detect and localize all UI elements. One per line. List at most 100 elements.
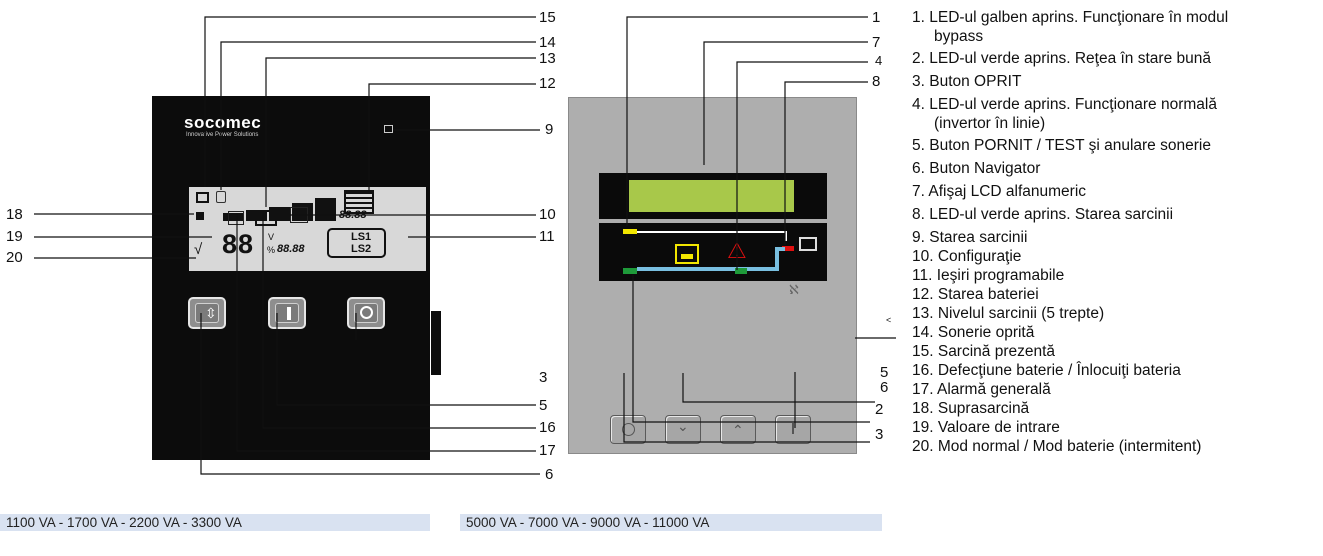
legend-item: 7. Afişaj LCD alfanumeric bbox=[912, 183, 1087, 200]
right-ups-front-panel: ⚠ ℵ ⌄ ⌃ bbox=[568, 97, 857, 454]
legend-item: 13. Nivelul sarcinii (5 trepte) bbox=[912, 305, 1105, 322]
callout-6-right: 6 bbox=[880, 379, 889, 396]
side-slot bbox=[431, 311, 441, 375]
navigator-button-face: ⇳ bbox=[195, 303, 219, 323]
programmable-outlets-box: LS1 LS2 bbox=[327, 228, 386, 258]
legend-item: 12. Starea bateriei bbox=[912, 286, 1039, 303]
legend-item: 8. LED-ul verde aprins. Starea sarcinii bbox=[912, 206, 1174, 223]
callout-10: 10 bbox=[539, 206, 556, 223]
outlet-ls2-label: LS2 bbox=[351, 243, 372, 255]
legend-item: 9. Starea sarcinii bbox=[912, 229, 1028, 246]
socomec-logo: socomec Innovative Power Solutions bbox=[184, 113, 294, 139]
configuration-icon bbox=[290, 207, 308, 223]
lcd-unit-v: V bbox=[268, 232, 275, 242]
callout-13: 13 bbox=[539, 50, 556, 67]
bypass-line-down bbox=[785, 231, 787, 241]
battery-fill bbox=[681, 254, 693, 259]
chevron-up-icon: ⌃ bbox=[732, 422, 744, 438]
callout-9: 9 bbox=[545, 121, 554, 138]
lcd-unit-percent: % bbox=[267, 245, 276, 255]
off-button[interactable] bbox=[347, 297, 385, 329]
right-caption: 5000 VA - 7000 VA - 9000 VA - 11000 VA bbox=[460, 514, 882, 531]
bypass-led bbox=[623, 229, 637, 234]
on-test-button[interactable] bbox=[268, 297, 306, 329]
bypass-line bbox=[637, 231, 787, 233]
callout-15: 15 bbox=[539, 9, 556, 26]
buzzer-off-icon bbox=[216, 191, 226, 203]
flow-line-up bbox=[775, 249, 779, 271]
load-level-bar-5 bbox=[315, 198, 336, 221]
callout-3-right: 3 bbox=[875, 426, 884, 443]
legend-item-continuation: (invertor în linie) bbox=[934, 115, 1046, 132]
brand-text: socomec bbox=[184, 113, 262, 132]
legend-item: 17. Alarmă generală bbox=[912, 381, 1051, 398]
legend-item: 14. Sonerie oprită bbox=[912, 324, 1035, 341]
synoptic-window: ⚠ bbox=[599, 223, 827, 281]
callout-8: 8 bbox=[872, 73, 881, 90]
legend-item: 10. Configuraţie bbox=[912, 248, 1022, 265]
flow-line-right bbox=[775, 247, 785, 251]
overload-icon bbox=[196, 212, 204, 220]
off-button[interactable] bbox=[610, 415, 646, 444]
legend-item: 20. Mod normal / Mod baterie (intermiten… bbox=[912, 438, 1202, 455]
callout-17: 17 bbox=[539, 442, 556, 459]
left-lcd-display: 88.88 √ 88 V % 88.88 LS1 LS2 bbox=[189, 187, 426, 271]
battery-fault-icon bbox=[255, 210, 277, 226]
alphanumeric-lcd bbox=[629, 180, 794, 212]
callout-3-left: 3 bbox=[539, 369, 548, 386]
callout-16: 16 bbox=[539, 419, 556, 436]
warning-icon: ⚠ bbox=[727, 238, 747, 263]
brand-tagline: Innovative Power Solutions bbox=[186, 132, 259, 138]
on-test-button[interactable] bbox=[775, 415, 811, 444]
legend-item: 15. Sarcină prezentă bbox=[912, 343, 1056, 360]
callout-7: 7 bbox=[872, 34, 881, 51]
legend-item: 11. Ieşiri programabile bbox=[912, 267, 1065, 284]
up-down-arrow-icon: ⇳ bbox=[205, 305, 217, 321]
navigator-up-button[interactable]: ⌃ bbox=[720, 415, 756, 444]
off-icon bbox=[622, 423, 635, 436]
callout-11: 11 bbox=[539, 228, 555, 245]
inverter-led bbox=[735, 268, 747, 274]
callout-2: 2 bbox=[875, 401, 884, 418]
legend-item-continuation: bypass bbox=[934, 28, 984, 45]
left-ups-front-panel: socomec Innovative Power Solutions bbox=[152, 96, 430, 460]
outlet-ls1-label: LS1 bbox=[351, 231, 372, 243]
legend-item: 19. Valoare de intrare bbox=[912, 419, 1060, 436]
legend-item: 18. Suprasarcină bbox=[912, 400, 1030, 417]
buzzer-icon: ℵ bbox=[789, 282, 799, 297]
callout-12: 12 bbox=[539, 75, 556, 92]
legend-item: 3. Buton OPRIT bbox=[912, 73, 1022, 90]
on-icon bbox=[287, 307, 291, 320]
callout-14: 14 bbox=[539, 34, 556, 51]
computer-icon bbox=[799, 237, 817, 251]
on-test-button-face bbox=[275, 303, 299, 323]
callout-5-right: 5 bbox=[880, 364, 889, 381]
lcd-main-digits: 88 bbox=[222, 229, 255, 259]
lcd-window bbox=[599, 173, 827, 219]
legend-item: 4. LED-ul verde aprins. Funcţionare norm… bbox=[912, 96, 1217, 113]
legend-item: 6. Buton Navigator bbox=[912, 160, 1041, 177]
lcd-small-readout: 88.88 bbox=[339, 209, 367, 221]
navigator-button[interactable]: ⇳ bbox=[188, 297, 226, 329]
flow-line-main bbox=[637, 267, 777, 271]
legend-item: 2. LED-ul verde aprins. Reţea în stare b… bbox=[912, 50, 1211, 67]
callout-5-left: 5 bbox=[539, 397, 548, 414]
off-button-face bbox=[354, 303, 378, 323]
on-icon bbox=[792, 423, 794, 434]
input-wave-icon: √ bbox=[194, 241, 203, 258]
legend-item: 1. LED-ul galben aprins. Funcţionare în … bbox=[912, 9, 1229, 26]
callout-lt: < bbox=[886, 315, 892, 325]
callout-1: 1 bbox=[872, 9, 881, 26]
chevron-down-icon: ⌄ bbox=[677, 418, 689, 434]
off-icon bbox=[360, 306, 373, 319]
legend-item: 16. Defecţiune baterie / Înlocuiţi bater… bbox=[912, 362, 1181, 379]
callout-19: 19 bbox=[6, 228, 23, 245]
lcd-secondary-digits: 88.88 bbox=[277, 243, 305, 255]
legend-item: 5. Buton PORNIT / TEST şi anulare soneri… bbox=[912, 137, 1211, 154]
callout-6-left: 6 bbox=[545, 466, 554, 483]
load-level-bar-1 bbox=[223, 213, 244, 221]
mains-ok-led bbox=[623, 268, 637, 274]
left-caption: 1100 VA - 1700 VA - 2200 VA - 3300 VA bbox=[0, 514, 430, 531]
battery-icon bbox=[675, 244, 699, 264]
navigator-down-button[interactable]: ⌄ bbox=[665, 415, 701, 444]
